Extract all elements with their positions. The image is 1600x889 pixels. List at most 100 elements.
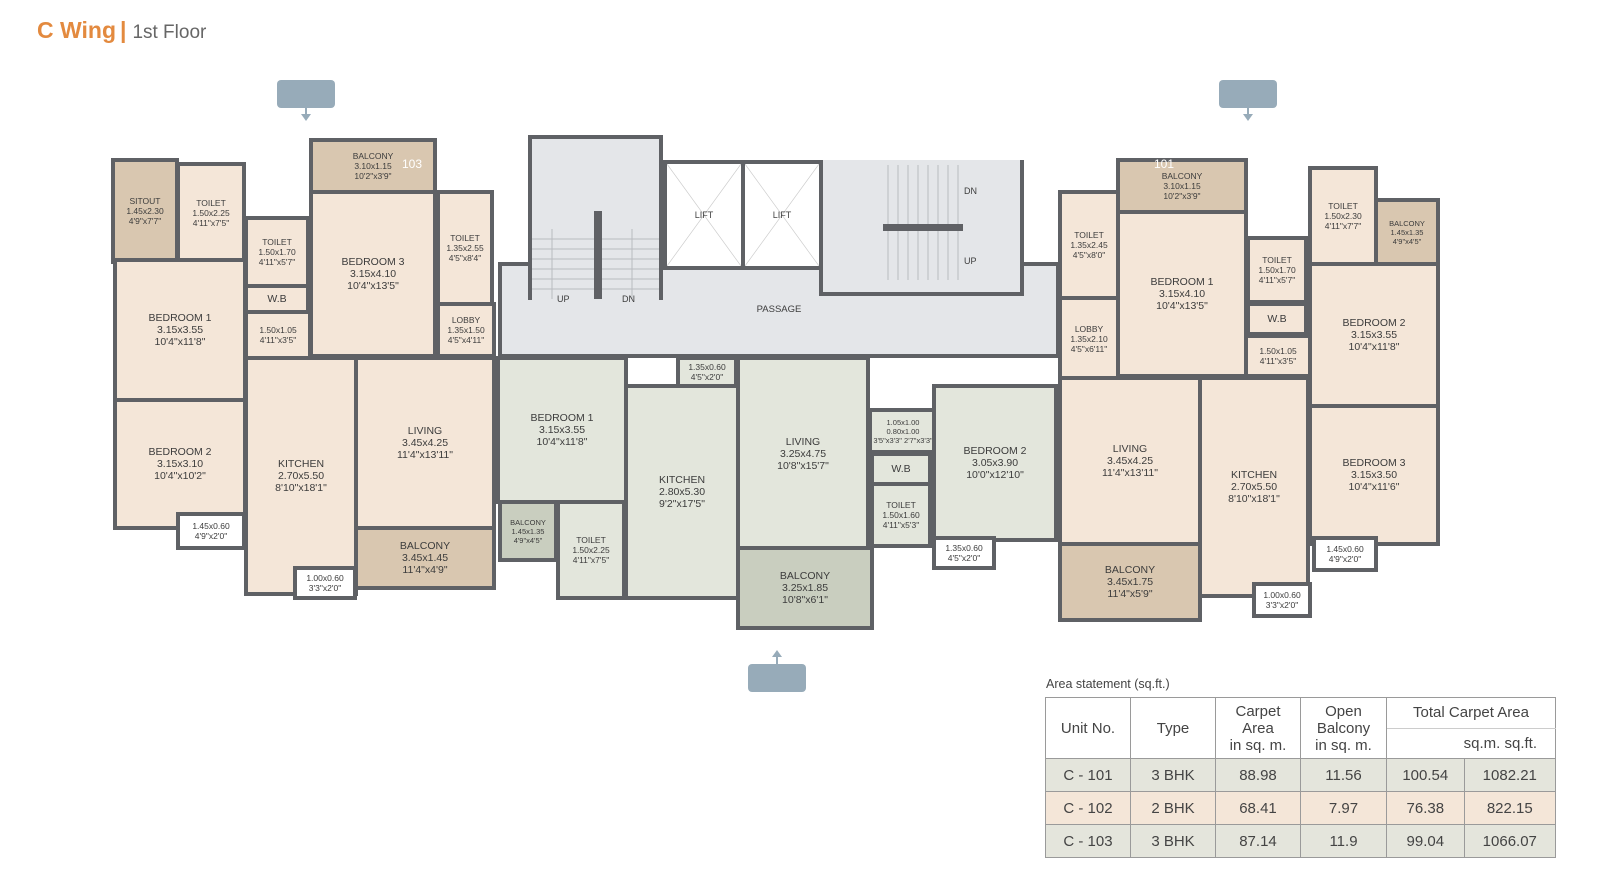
- room-imperial-label: 4'11"x7'5": [572, 555, 610, 565]
- room-metric-label: 3.15x3.10: [156, 458, 204, 470]
- room-metric-label: 3.15x4.10: [1158, 288, 1206, 300]
- room-metric-label: 1.45x1.35: [1390, 227, 1424, 237]
- title-separator: |: [120, 17, 127, 43]
- staircase-right: DN UP: [819, 160, 1024, 296]
- cell-unit: C - 103: [1045, 824, 1131, 858]
- lift-cross: [667, 164, 741, 266]
- room-metric-label: 1.45x2.30: [126, 206, 164, 216]
- room-c102-w-b: W.B: [870, 452, 932, 486]
- passage-label: PASSAGE: [756, 304, 802, 315]
- cell-balcony: 11.9: [1300, 824, 1387, 858]
- cell-carpet: 87.14: [1215, 824, 1301, 858]
- room-name-label: BEDROOM 1: [148, 312, 212, 324]
- room-name-label: BALCONY: [352, 151, 394, 161]
- room-metric-label: 3.15x3.50: [1350, 469, 1398, 481]
- cell-total-sqft: 1082.21: [1463, 758, 1557, 792]
- room-imperial-label: 4'9"x4'5": [513, 535, 543, 545]
- room-name-label: TOILET: [886, 500, 916, 510]
- room-imperial-label: 4'5"x4'11": [447, 335, 485, 345]
- cell-unit: C - 101: [1045, 758, 1131, 792]
- room-metric-label: 3.45x4.25: [1106, 455, 1154, 467]
- table-row: C - 102 2 BHK 68.41 7.97 76.38 822.15: [1045, 791, 1557, 825]
- entry-arrow-stem: [776, 657, 778, 664]
- header-line: Area: [1242, 719, 1274, 737]
- arrow-down-icon: [1243, 114, 1253, 121]
- lift-label: LIFT: [694, 210, 714, 220]
- room-imperial-label: 4'9"x2'0": [1328, 554, 1362, 564]
- room-name-label: BALCONY: [399, 540, 451, 552]
- room-metric-label: 2.70x5.50: [1230, 481, 1278, 493]
- room-name-label: BEDROOM 3: [341, 256, 405, 268]
- unit-number-101: 101: [1154, 157, 1175, 171]
- room-name-label: TOILET: [262, 237, 292, 247]
- room-metric-label: 3.15x4.10: [349, 268, 397, 280]
- room-imperial-label: 10'2"x3'9": [1163, 191, 1201, 201]
- room-metric-label: 1.35x2.10: [1070, 334, 1108, 344]
- room-imperial-label: 10'4"x11'8": [154, 336, 206, 348]
- cell-total-sqft: 1066.07: [1463, 824, 1557, 858]
- header-line: in sq. m.: [1229, 736, 1287, 754]
- room-imperial-label: 10'0"x12'10": [966, 469, 1024, 481]
- room-imperial-label: 11'4"x13'11": [1101, 467, 1159, 479]
- room-name-label: BEDROOM 1: [530, 412, 594, 424]
- room-name-label: BEDROOM 2: [1342, 317, 1406, 329]
- lift-2: LIFT: [741, 160, 823, 270]
- room-name-label: TOILET: [196, 198, 226, 208]
- cell-balcony: 11.56: [1300, 758, 1387, 792]
- room-imperial-label: 4'11"x3'5": [259, 335, 297, 345]
- room-imperial-label: 10'8"x6'1": [782, 594, 828, 606]
- room-imperial-label: 10'4"x11'6": [1348, 481, 1400, 493]
- room-metric-label: 1.05x1.00 0.80x1.00: [886, 417, 920, 436]
- stair-treads: [883, 165, 963, 280]
- cell-type: 2 BHK: [1130, 791, 1216, 825]
- room-name-label: BALCONY: [1161, 171, 1203, 181]
- room-name-label: W.B: [891, 463, 911, 475]
- entry-marker-right: [1219, 80, 1277, 108]
- header-line: Carpet: [1235, 702, 1281, 720]
- room-name-label: LOBBY: [451, 315, 481, 325]
- stair-up-label: UP: [557, 294, 570, 304]
- room-imperial-label: 3'3"x2'0": [1265, 600, 1299, 610]
- stair-up-label: UP: [964, 256, 977, 266]
- room-metric-label: 1.35x0.60: [945, 543, 983, 553]
- room-imperial-label: 4'11"x3'5": [1259, 356, 1297, 366]
- room-imperial-label: 4'9"x7'7": [128, 216, 162, 226]
- room-metric-label: 1.50x2.25: [192, 208, 230, 218]
- stair-treads: [532, 211, 659, 299]
- room-imperial-label: 10'4"x13'5": [1156, 300, 1208, 312]
- room-metric-label: 1.50x2.30: [1324, 211, 1362, 221]
- room-imperial-label: 4'5"x6'11": [1070, 344, 1108, 354]
- room-metric-label: 3.45x1.75: [1106, 576, 1154, 588]
- staircase-left: [528, 135, 663, 300]
- room-name-label: TOILET: [450, 233, 480, 243]
- room-name-label: LOBBY: [1074, 324, 1104, 334]
- room-name-label: BALCONY: [779, 570, 831, 582]
- room-imperial-label: 8'10"x18'1": [1228, 493, 1280, 505]
- room-imperial-label: 10'4"x11'8": [536, 436, 588, 448]
- room-metric-label: 3.05x3.90: [971, 457, 1019, 469]
- room-imperial-label: 4'11"x5'7": [1258, 275, 1296, 285]
- room-imperial-label: 4'5"x2'0": [690, 372, 724, 382]
- room-name-label: BEDROOM 1: [1150, 276, 1214, 288]
- room-metric-label: 1.50x1.05: [1259, 346, 1297, 356]
- cell-carpet: 88.98: [1215, 758, 1301, 792]
- room-name-label: BEDROOM 3: [1342, 457, 1406, 469]
- cell-total-sqm: 76.38: [1386, 791, 1465, 825]
